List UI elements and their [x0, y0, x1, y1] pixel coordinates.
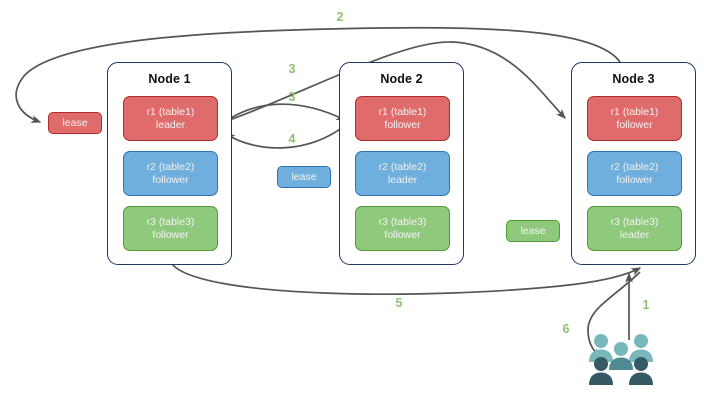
node-title: Node 3 — [612, 72, 655, 86]
replica-role: follower — [384, 228, 421, 241]
replica-role: follower — [152, 173, 189, 186]
edge-step-5 — [171, 263, 642, 295]
lease-label: lease — [520, 225, 546, 237]
replica-name: r2 (table2) — [610, 160, 659, 173]
replica-node2-r1[interactable]: r1 (table1) follower — [355, 96, 450, 141]
step-label-2: 2 — [336, 10, 344, 24]
replica-node1-r2[interactable]: r2 (table2) follower — [123, 151, 218, 196]
step-label-3-node3: 3 — [288, 62, 296, 76]
replica-name: r3 (table3) — [610, 215, 659, 228]
replica-role: follower — [384, 118, 421, 131]
people-group-icon — [589, 334, 653, 385]
node-container-2[interactable]: Node 2 r1 (table1) follower r2 (table2) … — [339, 62, 464, 265]
replica-role: leader — [619, 228, 650, 241]
edge-step-2 — [15, 26, 621, 123]
step-label-5: 5 — [395, 296, 403, 310]
step-label-1: 1 — [642, 298, 650, 312]
node-container-3[interactable]: Node 3 r1 (table1) follower r2 (table2) … — [571, 62, 696, 265]
replica-name: r1 (table1) — [378, 105, 427, 118]
step-label-4: 4 — [288, 132, 296, 146]
edge-step-4 — [224, 123, 348, 149]
edge-step-3-node2 — [218, 103, 347, 127]
replica-role: follower — [152, 228, 189, 241]
lease-badge-blue[interactable]: lease — [277, 166, 331, 188]
replica-node2-r3[interactable]: r3 (table3) follower — [355, 206, 450, 251]
replica-node3-r2[interactable]: r2 (table2) follower — [587, 151, 682, 196]
replica-name: r3 (table3) — [378, 215, 427, 228]
replica-role: follower — [616, 173, 653, 186]
replica-node2-r2[interactable]: r2 (table2) leader — [355, 151, 450, 196]
node-container-1[interactable]: Node 1 r1 (table1) leader r2 (table2) fo… — [107, 62, 232, 265]
replica-node3-r3[interactable]: r3 (table3) leader — [587, 206, 682, 251]
replica-node3-r1[interactable]: r1 (table1) follower — [587, 96, 682, 141]
replica-node1-r1[interactable]: r1 (table1) leader — [123, 96, 218, 141]
node-title: Node 2 — [380, 72, 423, 86]
replica-name: r2 (table2) — [378, 160, 427, 173]
step-label-3-node2: 3 — [288, 90, 296, 104]
node-title: Node 1 — [148, 72, 191, 86]
replica-node1-r3[interactable]: r3 (table3) follower — [123, 206, 218, 251]
step-label-6: 6 — [562, 322, 570, 336]
replica-name: r1 (table1) — [610, 105, 659, 118]
replica-role: follower — [616, 118, 653, 131]
replica-name: r3 (table3) — [146, 215, 195, 228]
replica-name: r2 (table2) — [146, 160, 195, 173]
lease-label: lease — [291, 171, 317, 183]
replica-role: leader — [155, 118, 186, 131]
replica-role: leader — [387, 173, 418, 186]
lease-badge-red[interactable]: lease — [48, 112, 102, 134]
lease-badge-green[interactable]: lease — [506, 220, 560, 242]
replica-name: r1 (table1) — [146, 105, 195, 118]
lease-label: lease — [62, 117, 88, 129]
edge-step-6 — [587, 271, 641, 358]
edge-step-3-node3 — [217, 41, 566, 125]
